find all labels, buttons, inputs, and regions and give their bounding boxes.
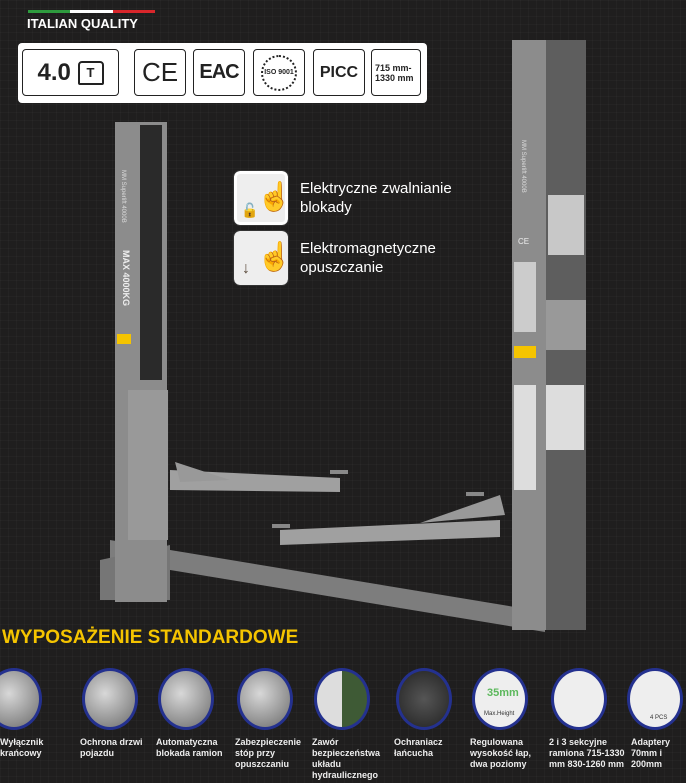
range-line-1: 715 mm- — [375, 62, 412, 73]
equipment-item: Zawór bezpieczeństwa układu hydrauliczne… — [312, 668, 392, 781]
arm-pad — [466, 492, 484, 496]
ce-mark: CE — [134, 49, 186, 96]
capacity-badge: 4.0 T — [22, 49, 119, 96]
left-arm-brace — [175, 462, 230, 482]
oil-tank — [546, 385, 584, 450]
feature-electric-unlock: ☝🔓 Elektryczne zwalnianie blokady — [233, 170, 494, 231]
equipment-label: Automatyczna blokada ramion — [156, 737, 223, 758]
equipment-item: 4 PCS Adaptery 70mm i 200mm — [625, 668, 686, 770]
equipment-item: Zabezpieczenie stóp przy opuszczaniu — [235, 668, 315, 770]
height-badge: 35mm — [487, 687, 519, 699]
equipment-label: Adaptery 70mm i 200mm — [631, 737, 671, 769]
iso-seal-icon: ISO 9001 — [261, 54, 297, 91]
arm-pad — [272, 524, 290, 528]
picc-mark: PICC — [313, 49, 365, 96]
chain-guard-photo — [396, 668, 452, 730]
arm-sections-photo — [551, 668, 607, 730]
pcs-badge: 4 PCS — [650, 715, 668, 721]
unlock-hand-icon: ☝🔓 — [233, 170, 292, 226]
iso-badge: ISO 9001 — [253, 49, 305, 96]
safety-valve-photo — [314, 668, 370, 730]
brand-sticker — [514, 346, 536, 358]
equipment-label: Ochrona drzwi pojazdu — [80, 737, 143, 758]
left-post-brand: MM Superlift 4000B — [120, 170, 126, 223]
max-height-badge: Max.Height — [484, 711, 515, 717]
equipment-item: 2 i 3 sekcyjne ramiona 715-1330 mm 830-1… — [549, 668, 629, 770]
brand-sticker — [117, 334, 131, 344]
equipment-label: Zawór bezpieczeństwa układu hydrauliczne… — [312, 737, 381, 780]
safety-sticker — [514, 262, 536, 332]
feature-line-2: opuszczanie — [300, 259, 384, 276]
equipment-item: Ochraniacz łańcucha — [394, 668, 474, 759]
left-post-channel — [140, 125, 162, 380]
door-protection-photo — [82, 668, 138, 730]
left-carriage — [128, 390, 168, 540]
eac-mark: EAC — [193, 49, 245, 96]
feature-electromagnetic-lowering: ☝↓ Elektromagnetyczne opuszczanie — [233, 230, 494, 291]
equipment-label: Ochraniacz łańcucha — [394, 737, 443, 758]
right-post-ce: CE — [518, 237, 529, 246]
foot-guard-photo — [237, 668, 293, 730]
equipment-item: Wyłącznik krańcowy — [0, 668, 68, 759]
certification-bar: 4.0 T CE EAC ISO 9001 PICC 715 mm-1330 m… — [18, 43, 427, 103]
right-post-brand: MM Superlift 4000B — [520, 140, 526, 193]
equipment-item: Automatyczna blokada ramion — [156, 668, 236, 759]
base-beam — [110, 540, 545, 632]
tagline: ITALIAN QUALITY — [27, 16, 138, 31]
equipment-label: Zabezpieczenie stóp przy opuszczaniu — [235, 737, 302, 769]
adapters-photo: 4 PCS — [627, 668, 683, 730]
lower-hand-icon: ☝↓ — [233, 230, 292, 286]
italian-flag-stripe — [28, 10, 155, 13]
arm-pad — [330, 470, 348, 474]
feature-line-1: Elektromagnetyczne — [300, 240, 436, 257]
weight-icon: T — [77, 60, 104, 85]
arm-lock-photo — [158, 668, 214, 730]
motor — [546, 300, 586, 350]
equipment-title: WYPOSAŻENIE STANDARDOWE — [2, 627, 299, 648]
left-post-max: MAX 4000KG — [121, 250, 131, 306]
right-post — [512, 40, 546, 630]
equipment-label: 2 i 3 sekcyjne ramiona 715-1330 mm 830-1… — [549, 737, 625, 769]
equipment-label: Wyłącznik krańcowy — [0, 737, 44, 758]
equipment-label: Regulowana wysokość łap, dwa poziomy — [470, 737, 532, 769]
feature-line-1: Elektryczne zwalnianie — [300, 180, 452, 197]
instruction-sticker — [514, 385, 536, 490]
control-box — [548, 195, 584, 255]
limit-switch-photo — [0, 668, 42, 730]
equipment-item: Ochrona drzwi pojazdu — [80, 668, 160, 759]
right-arm-brace — [420, 495, 505, 523]
range-line-2: 1330 mm — [375, 72, 414, 83]
right-lower-arm — [280, 520, 500, 545]
feature-line-2: blokady — [300, 199, 352, 216]
